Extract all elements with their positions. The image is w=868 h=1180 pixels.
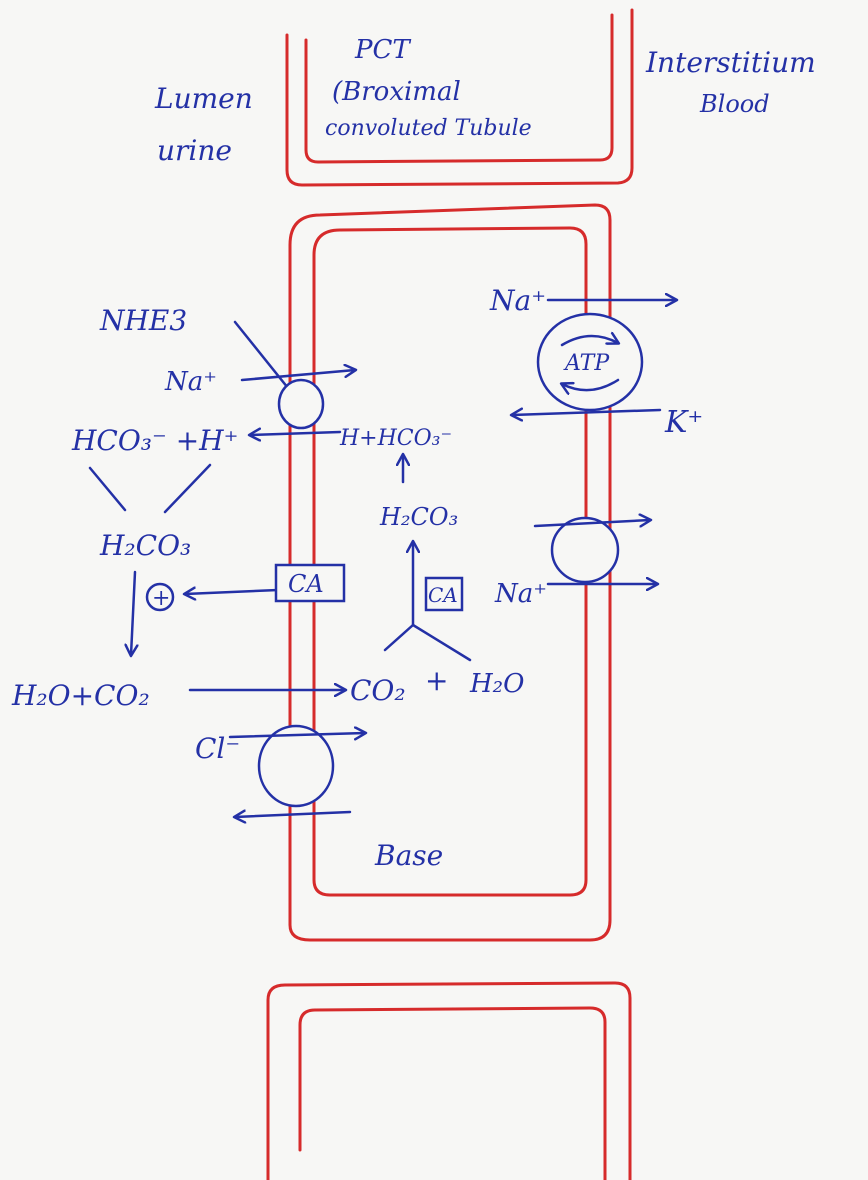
lumen-label: Lumen [154, 82, 253, 115]
h2o-cell-label: H₂O [469, 669, 524, 699]
cell-inner-wall [314, 228, 586, 895]
na-nhe3-label: Na⁺ [164, 367, 217, 397]
na-basolateral-label: Na⁺ [494, 579, 547, 609]
h-to-h2co3-line [165, 465, 210, 512]
h-efflux-arrow [250, 432, 340, 435]
hco3-h-lumen-label: HCO₃⁻ +H⁺ [71, 424, 238, 457]
co2-branch-line [385, 625, 413, 650]
co2-cell-label: CO₂ [350, 674, 406, 707]
nhe3-pointer-line [235, 322, 292, 393]
base-label: Base [374, 839, 443, 872]
ca-cell-label: CA [428, 583, 458, 607]
convoluted-tubule-label: convoluted Tubule [325, 116, 532, 141]
h2o-branch-line [413, 625, 470, 660]
pct-label: PCT [354, 35, 411, 65]
h2co3-dissociation-arrow [131, 572, 135, 655]
cl-base-exchanger [259, 726, 333, 806]
urine-label: urine [157, 134, 232, 167]
h2o-co2-lumen-label: H₂O+CO₂ [11, 679, 150, 712]
na-pump-label: Na⁺ [489, 284, 546, 317]
k-label: K⁺ [664, 405, 703, 440]
plus-cell-label: + [425, 664, 448, 697]
lower-tubule-outer-wall [268, 983, 630, 1180]
na-influx-arrow [242, 370, 355, 380]
h2co3-lumen-label: H₂CO₃ [99, 529, 191, 562]
hco3-to-h2co3-line [90, 468, 125, 510]
lower-tubule-inner-wall [300, 1008, 605, 1180]
nhe3-label: NHE3 [99, 304, 187, 337]
stimulation-plus: + [152, 586, 170, 611]
h-hco3-cell-label: H+HCO₃⁻ [339, 426, 452, 451]
ca-stimulation-arrow [185, 590, 278, 594]
interstitium-label: Interstitium [645, 46, 816, 79]
atp-label: ATP [563, 351, 610, 376]
ca-lumen-label: CA [288, 570, 324, 598]
base-efflux-arrow [235, 812, 350, 817]
blood-label: Blood [699, 90, 770, 118]
basolateral-cotransporter [552, 518, 618, 582]
proximal-label: (Broximal [332, 77, 461, 107]
h2co3-cell-label: H₂CO₃ [379, 503, 458, 531]
nhe3-transporter [279, 380, 323, 428]
